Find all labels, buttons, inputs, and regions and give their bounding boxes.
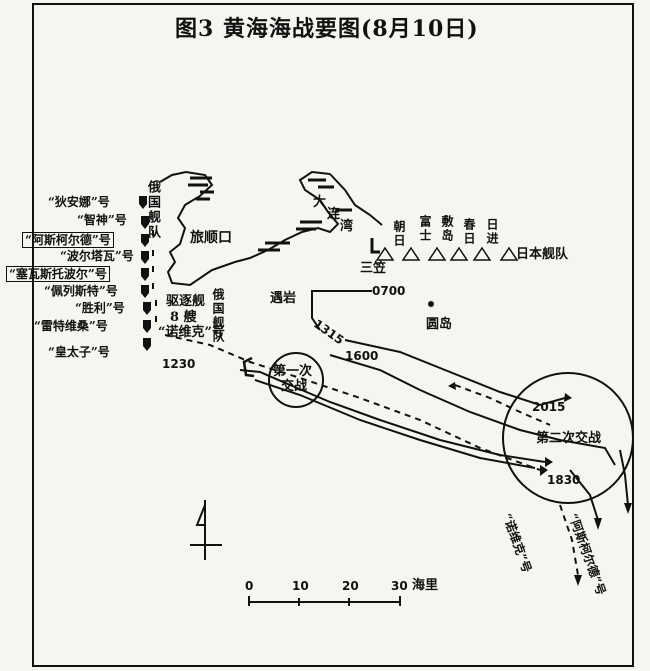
scale-tick-10: 10 [292,579,309,593]
novik-label: “诺维克”号 [158,325,225,340]
first-engagement-label-2: 交战 [281,379,308,394]
first-engagement-label-1: 第一次 [273,364,313,379]
round-island-label: 圆岛 [426,317,453,332]
ship-label-retvizan: “雷特维桑”号 [34,319,108,333]
coastline [159,170,383,287]
destroyers-label: 驱逐舰 [166,294,206,309]
jp-ship-nisshin: 日进 [485,218,499,246]
north-arrow [190,500,222,560]
russian-fleet-label: 俄国舰队 [145,180,160,240]
jp-ship-kasuga: 春日 [462,218,476,246]
dalian-bay-label-1: 大 [313,195,327,210]
map-frame [32,3,634,667]
scale-unit: 海里 [412,578,439,593]
mikasa-label: 三笠 [360,261,387,276]
japanese-ship-markers [375,246,519,261]
ship-label-peresvet: “佩列斯特”号 [44,284,118,298]
second-engagement-label: 第二次交战 [536,431,602,446]
russian-fleet-label-2: 俄国舰队 [211,288,225,344]
first-engagement-circle [268,352,324,408]
port-arthur-label: 旅顺口 [190,230,232,246]
rock-label: 遇岩 [270,291,297,306]
flagship-marker [370,238,380,254]
scale-tick-0: 0 [245,579,254,593]
start-marker [242,356,255,378]
ship-label-pobeda: “胜利”号 [75,301,125,315]
time-1600: 1600 [345,349,379,363]
jp-ship-fuji: 富士 [418,215,432,243]
ship-label-sevastopol: “塞瓦斯托波尔”号 [6,266,110,282]
russian-fleet-track [164,334,579,576]
time-1830: 1830 [547,473,581,487]
scale-bar [248,596,401,606]
round-island-marker [428,301,434,307]
ship-label-tsesarevich: “皇太子”号 [48,345,110,359]
time-0700: 0700 [372,284,406,298]
second-engagement-circle [502,372,634,504]
jp-ship-shikishima: 敷岛 [440,215,454,243]
dalian-bay-label-3: 湾 [340,219,354,234]
time-1230: 1230 [162,357,196,371]
russian-ship-markers [139,196,151,351]
ship-label-poltava: “波尔塔瓦”号 [60,249,134,263]
land-hatching [188,176,352,252]
scale-tick-30: 30 [391,579,408,593]
destroyers-count: 8 艘 [170,310,197,325]
dalian-bay-label-2: 连 [327,207,341,222]
destroyer-markers [152,230,157,322]
map-title: 图3 黄海海战要图(8月10日) [175,16,479,42]
direction-arrows [448,382,632,586]
ship-label-askold: “阿斯柯尔德”号 [22,232,114,248]
ship-label-diana: “狄安娜”号 [48,195,110,209]
ship-label-pallada: “智神”号 [77,213,127,227]
scale-tick-20: 20 [342,579,359,593]
japanese-fleet-track [239,290,629,521]
time-2015: 2015 [532,400,566,414]
jp-ship-asahi: 朝日 [392,220,406,248]
japanese-fleet-label: 日本舰队 [516,247,569,262]
